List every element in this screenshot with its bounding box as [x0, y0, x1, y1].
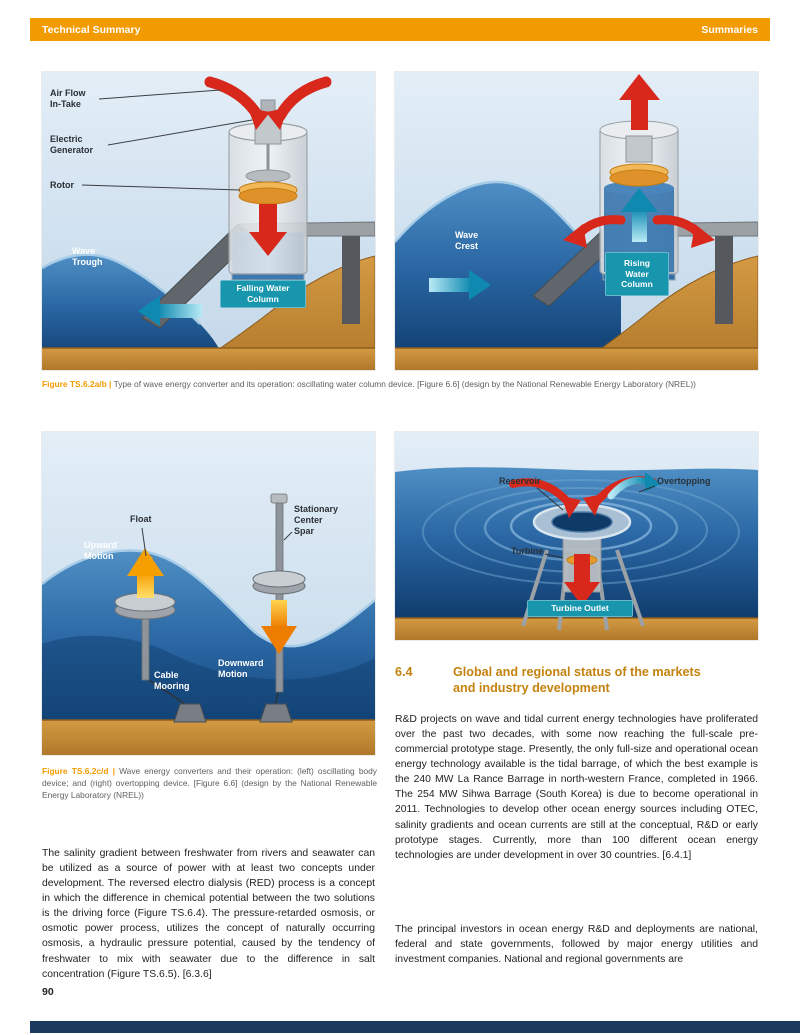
- right-column-paragraph-1: R&D projects on wave and tidal current e…: [395, 714, 758, 861]
- footer-bar: [30, 1021, 800, 1033]
- label-turbine-outlet: Turbine Outlet: [527, 600, 633, 617]
- rising-water-arrow: [621, 188, 658, 242]
- figure-panel-owc-wave-crest: Wave Crest Rising Water Column: [394, 71, 759, 371]
- label-overtopping: Overtopping: [657, 476, 711, 486]
- ocean: [395, 180, 622, 370]
- wave-direction-arrow: [138, 296, 202, 326]
- reservoir-structure: [532, 503, 632, 593]
- figure-panel-oscillating-body: Upward Motion Float Stationary Center Sp…: [41, 431, 376, 756]
- page-number: 90: [42, 986, 54, 998]
- seabed: [395, 617, 758, 640]
- wave-direction-arrow: [429, 270, 491, 300]
- label-downward-motion: Downward Motion: [218, 658, 264, 679]
- airflow-intake-arrows: [204, 76, 332, 130]
- falling-water-arrow: [249, 204, 287, 256]
- figure-ab-caption-label: Figure TS.6.2a/b |: [42, 379, 112, 389]
- section-number: 6.4: [395, 665, 413, 679]
- leader-lines: [81, 89, 253, 191]
- turbine-outlet-arrow: [564, 554, 600, 606]
- leader-lines: [536, 485, 656, 559]
- air-exhaust-side-arrows: [563, 215, 715, 248]
- label-cable-mooring: Cable Mooring: [154, 670, 190, 691]
- left-column-paragraph: The salinity gradient between freshwater…: [42, 848, 375, 980]
- label-reservoir: Reservoir: [499, 476, 541, 486]
- figure-ab-caption-text: Type of wave energy converter and its op…: [113, 379, 696, 389]
- label-rising-water-column: Rising Water Column: [605, 252, 669, 296]
- leader-lines: [141, 527, 293, 557]
- anchors: [173, 703, 293, 723]
- label-turbine: Turbine: [511, 546, 544, 556]
- label-wave-trough: Wave Trough: [72, 246, 103, 267]
- owc-trough-illustration: [42, 76, 375, 370]
- figure-panel-overtopping: Reservoir Overtopping Turbine Turbine Ou…: [394, 431, 759, 641]
- seabed: [42, 255, 375, 370]
- label-electric-generator: Electric Generator: [50, 134, 94, 155]
- figure-cd-caption-label: Figure TS.6.2c/d |: [42, 766, 115, 776]
- label-upward-motion: Upward Motion: [84, 540, 118, 561]
- section-title: Global and regional status of the market…: [453, 665, 701, 696]
- label-stationary-center-spar: Stationary Center Spar: [294, 504, 339, 536]
- label-wave-crest: Wave Crest: [455, 230, 479, 251]
- label-rotor: Rotor: [50, 180, 74, 190]
- label-falling-water-column: Falling Water Column: [220, 280, 306, 308]
- figure-panel-owc-wave-trough: Air Flow In-Take Electric Generator Roto…: [41, 71, 376, 371]
- seabed: [42, 719, 375, 755]
- figure-cd-caption: Figure TS.6.2c/d | Wave energy converter…: [42, 765, 377, 802]
- header-right-title: Summaries: [701, 23, 758, 36]
- overtopping-wave-arrow: [607, 472, 661, 500]
- figure-ab-caption: Figure TS.6.2a/b | Type of wave energy c…: [42, 378, 758, 390]
- page-header-bar: Technical Summary Summaries: [30, 18, 770, 41]
- oscillating-body-illustration: [42, 493, 375, 755]
- air-chamber: [228, 99, 308, 281]
- figure-cd-caption-text: Wave energy converters and their operati…: [42, 766, 377, 801]
- owc-crest-illustration: [395, 74, 758, 370]
- float-device: [114, 548, 176, 681]
- overtopping-illustration: [395, 467, 758, 640]
- air-exhaust-arrow-up: [619, 74, 660, 130]
- spar-device: [252, 493, 306, 693]
- header-left-title: Technical Summary: [42, 23, 141, 36]
- right-column-paragraph-2: The principal investors in ocean energy …: [395, 924, 758, 966]
- section-heading-6-4: 6.4 Global and regional status of the ma…: [395, 664, 758, 696]
- label-air-flow-intake: Air Flow In-Take: [50, 88, 86, 109]
- label-float: Float: [130, 514, 152, 524]
- seabed: [395, 255, 758, 370]
